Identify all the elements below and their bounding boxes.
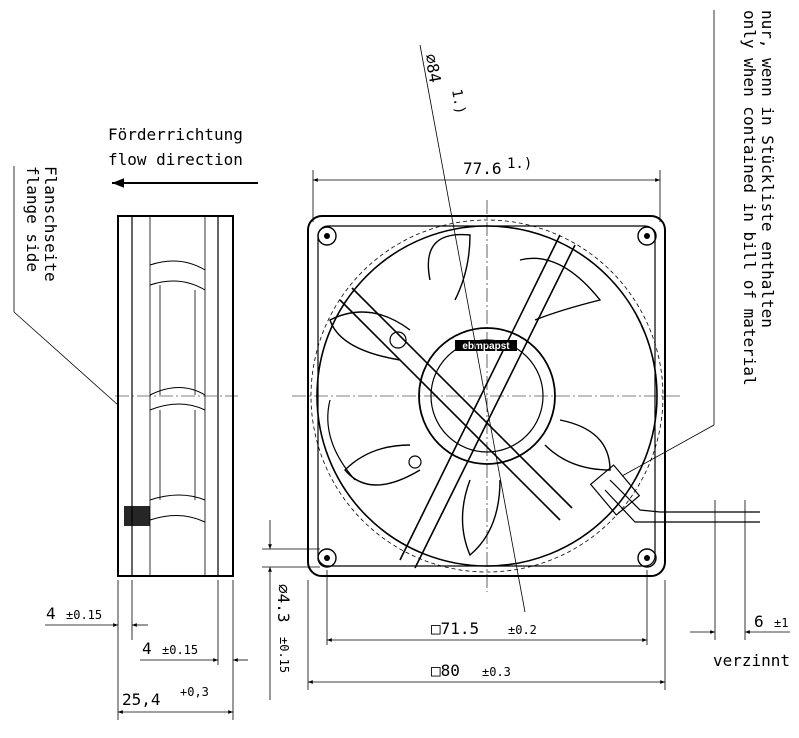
hole-pitch-tol: ±0.2 [508,623,537,637]
frame-width-value: □80 [431,661,460,680]
wire-tinned-label: verzinnt [713,651,790,670]
top-width-value: 77.6 [463,159,502,178]
brand-logo: ebmpapst [462,341,510,352]
frame-width-dim [307,580,666,690]
depth-dim: 25,4 [122,690,161,709]
wire-strip-dim [690,500,790,640]
side-view [115,215,238,577]
top-width-dim [312,170,661,222]
diameter-leader [419,44,526,613]
hole-dia-dim [262,520,320,700]
flange-thickness-2: 4 [142,639,152,658]
mount-hole-br [637,548,657,568]
flange-thickness-1: 4 [46,604,56,623]
diameter-note: 1.) [448,88,468,116]
hole-dia-tol: ±0.15 [277,637,291,673]
hole-pitch-dim [326,570,648,645]
depth-tol: +0,3 [180,685,209,699]
mount-hole-tr [637,226,657,246]
side-dimensions [45,580,248,720]
brand-plate [455,340,517,351]
flange-leader [13,311,119,406]
frame-width-tol: ±0.3 [482,665,511,679]
top-width-note: 1.) [507,156,532,172]
flange-label-en: flange side [23,166,42,272]
hole-pitch-value: □71.5 [431,619,479,638]
flange-label-de: Flanschseite [41,166,60,282]
diameter-dim: ⌀84 [421,52,445,84]
mount-hole-bl [317,548,337,568]
mount-hole-tl [317,226,337,246]
note-leader [621,424,715,477]
flange-thickness-1-tol: ±0.15 [66,608,102,622]
front-view: ebmpapst [292,200,760,592]
note-en: only when contained in bill of material [740,10,759,386]
flow-label-de: Förderrichtung [108,125,243,144]
flow-label-en: flow direction [108,150,243,169]
wire-strip-tol: ±1 [774,616,788,630]
note-de: nur, wenn in Stückliste enthalten [758,10,777,328]
wire-strip-value: 6 [754,612,764,631]
flange-thickness-2-tol: ±0.15 [162,643,198,657]
hole-dia-value: ⌀4.3 [274,584,293,623]
